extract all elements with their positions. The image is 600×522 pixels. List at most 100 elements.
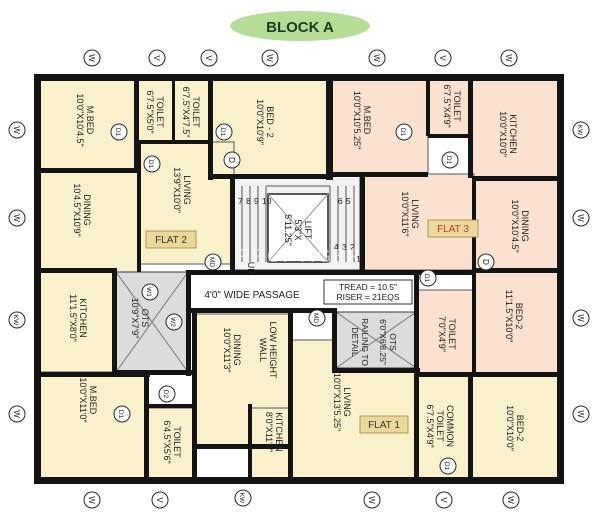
- svg-text:MD: MD: [312, 313, 319, 323]
- stair-step-number: 10: [262, 196, 272, 206]
- svg-text:D1: D1: [443, 462, 450, 471]
- door2-bubble: D2: [158, 385, 176, 403]
- f3-dining-label: DINING10'0"X10'4.5": [510, 199, 530, 252]
- window-bubble: W: [500, 49, 518, 67]
- door1-bubble: D1: [215, 123, 233, 141]
- svg-text:KW: KW: [576, 125, 583, 136]
- f1-mbed-label: M.BED10'0"X11'0": [78, 377, 98, 422]
- core-area: [115, 175, 418, 373]
- f2-mbed-label: M.BED10'0"X10'4.5": [75, 93, 95, 146]
- f1-dining-label: DINING10'0"X11'3": [222, 327, 242, 372]
- flat3-label: FLAT 3: [437, 224, 469, 235]
- f2-bed2-label: BED - 210'0"X10'9": [255, 99, 275, 145]
- f2-toilet2-label: TOILET6'7.5"X4'7.5": [181, 87, 201, 138]
- door1-bubble: D1: [419, 269, 437, 287]
- lift-label: LIFT5'3"X5'11.25": [283, 214, 313, 246]
- w1-bubble: W1: [141, 283, 159, 301]
- window-bubble: W: [363, 491, 381, 509]
- svg-text:D: D: [227, 157, 236, 163]
- svg-text:D: D: [481, 259, 490, 265]
- svg-text:W: W: [12, 214, 21, 222]
- svg-text:W: W: [506, 496, 515, 504]
- f3-kitchen-label: KITCHEN10'0"X10'0": [498, 111, 518, 157]
- door1-bubble: D1: [113, 405, 131, 423]
- svg-text:W: W: [372, 54, 381, 62]
- f2-living-label: LIVING13'9"X10'0": [172, 167, 192, 213]
- low-wall-label: LOW HEIGHTWALL: [258, 321, 278, 379]
- f2-toilet1-label: TOILET6'7.5"X5'0": [145, 90, 165, 133]
- ventilator-bubble: V: [148, 49, 166, 67]
- f3-toilet2-label: TOILET7'0"X4'9": [437, 316, 457, 352]
- svg-text:KW: KW: [238, 493, 245, 504]
- f3-mbed-label: M.BED10'0"X10'5.25": [352, 91, 372, 149]
- svg-text:W: W: [504, 54, 513, 62]
- svg-text:D1: D1: [117, 410, 124, 419]
- stair-step-number: 2: [350, 242, 355, 252]
- ventilator-bubble: V: [435, 491, 453, 509]
- flat2-label: FLAT 2: [155, 235, 187, 246]
- stair-step-number: 7: [238, 196, 243, 206]
- svg-text:D1: D1: [423, 274, 430, 283]
- svg-text:W: W: [576, 410, 585, 418]
- f3-toilet-label: TOILET6'7.5"X4'9": [442, 84, 462, 127]
- svg-text:W: W: [87, 54, 96, 62]
- f3-living-label: LIVING10'0"X11'6": [400, 191, 420, 236]
- door1-bubble: D1: [143, 155, 161, 173]
- door-bubble: D: [223, 151, 241, 169]
- window-bubble: W: [83, 491, 101, 509]
- main-door-bubble: MD: [204, 253, 222, 271]
- door1-bubble: D1: [441, 151, 459, 169]
- stair-note: TREAD = 10.5"RISER = 21EQS: [336, 282, 399, 302]
- window-bubble: W: [8, 209, 26, 227]
- stair-step-number: 4: [334, 242, 339, 252]
- svg-text:D1: D1: [114, 128, 121, 137]
- svg-text:D2: D2: [162, 390, 169, 399]
- window-bubble: W: [83, 49, 101, 67]
- svg-text:D1: D1: [399, 128, 406, 137]
- window-bubble: W: [572, 309, 590, 327]
- window-bubble: W: [261, 49, 279, 67]
- stair-step-number: 1: [356, 254, 361, 264]
- ots-left-label: OTS10'9"X7'9": [130, 298, 150, 339]
- kitchen-window-bubble: KW: [572, 121, 590, 139]
- f2-dining-label: DINING10'4.5"X10'9": [72, 183, 92, 236]
- svg-text:KW: KW: [12, 315, 19, 326]
- svg-text:W: W: [12, 126, 21, 134]
- svg-text:V: V: [439, 497, 448, 503]
- flat-badges: FLAT 2 FLAT 3 FLAT 1: [145, 219, 479, 434]
- kitchen-window-bubble: KW: [8, 311, 26, 329]
- svg-text:MD: MD: [208, 257, 215, 267]
- svg-text:W: W: [87, 496, 96, 504]
- stair-step-number: 6: [338, 196, 343, 206]
- flat1-label: FLAT 1: [368, 420, 400, 431]
- door1-bubble: D1: [110, 123, 128, 141]
- svg-text:W: W: [576, 214, 585, 222]
- window-bubble: W: [572, 405, 590, 423]
- svg-text:V: V: [152, 55, 161, 61]
- svg-text:D1: D1: [219, 128, 226, 137]
- svg-text:W2: W2: [169, 317, 176, 327]
- stair-step-number: 5: [346, 196, 351, 206]
- w2-bubble: W2: [165, 313, 183, 331]
- walls: [34, 74, 564, 484]
- svg-text:W: W: [576, 314, 585, 322]
- block-title: BLOCK A: [266, 19, 334, 36]
- door1-bubble: D1: [439, 457, 457, 475]
- ventilator-bubble: V: [200, 49, 218, 67]
- watermark: PROPTIGER: [238, 246, 362, 266]
- svg-text:W: W: [367, 496, 376, 504]
- f1-toilet-label: TOILET6'4.5"X5'6": [162, 420, 182, 463]
- svg-text:V: V: [155, 497, 164, 503]
- window-bubble: W: [572, 209, 590, 227]
- svg-text:V: V: [438, 55, 447, 61]
- svg-text:W1: W1: [145, 287, 152, 297]
- stair-step-number: 3: [342, 242, 347, 252]
- stair-step-number: 9: [254, 196, 259, 206]
- ventilator-bubble: V: [151, 491, 169, 509]
- f1-bed2-label: BED-210'0"X10'0": [505, 405, 525, 451]
- svg-text:W: W: [265, 54, 274, 62]
- window-bubble: W: [502, 491, 520, 509]
- ventilator-bubble: V: [434, 49, 452, 67]
